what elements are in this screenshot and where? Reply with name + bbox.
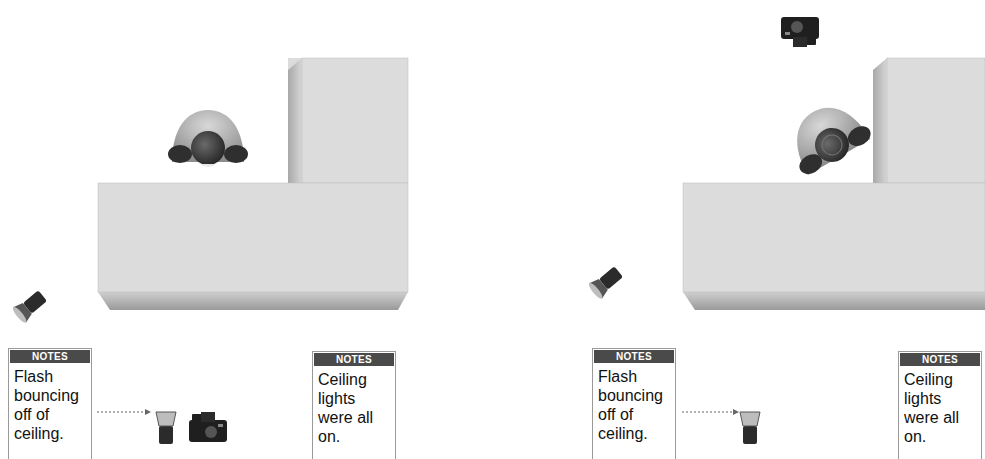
note-text: Flash bouncing off of ceiling. [593, 364, 675, 447]
desk [683, 58, 985, 310]
notes-heading: NOTES [594, 350, 674, 363]
notes-heading: NOTES [900, 353, 980, 366]
subject [168, 110, 248, 167]
light [587, 264, 625, 301]
arrowhead [733, 409, 739, 415]
desk [98, 58, 408, 310]
arrowhead [145, 409, 151, 415]
camera [189, 412, 227, 442]
flash [156, 412, 176, 444]
light [11, 288, 49, 325]
leader-line [97, 412, 146, 413]
notes-heading: NOTES [314, 353, 394, 366]
camera [781, 17, 819, 47]
notes-box: NOTESFlash bouncing off of ceiling. [592, 348, 676, 459]
leader-line [682, 412, 734, 413]
flash [740, 412, 760, 444]
note-text: Ceiling lights were all on. [899, 367, 981, 450]
notes-heading: NOTES [10, 350, 90, 363]
subject [778, 92, 875, 180]
notes-box: NOTESCeiling lights were all on. [898, 351, 982, 459]
notes-box: NOTESFlash bouncing off of ceiling. [8, 348, 92, 459]
note-text: Ceiling lights were all on. [313, 367, 395, 450]
notes-box: NOTESCeiling lights were all on. [312, 351, 396, 459]
note-text: Flash bouncing off of ceiling. [9, 364, 91, 447]
